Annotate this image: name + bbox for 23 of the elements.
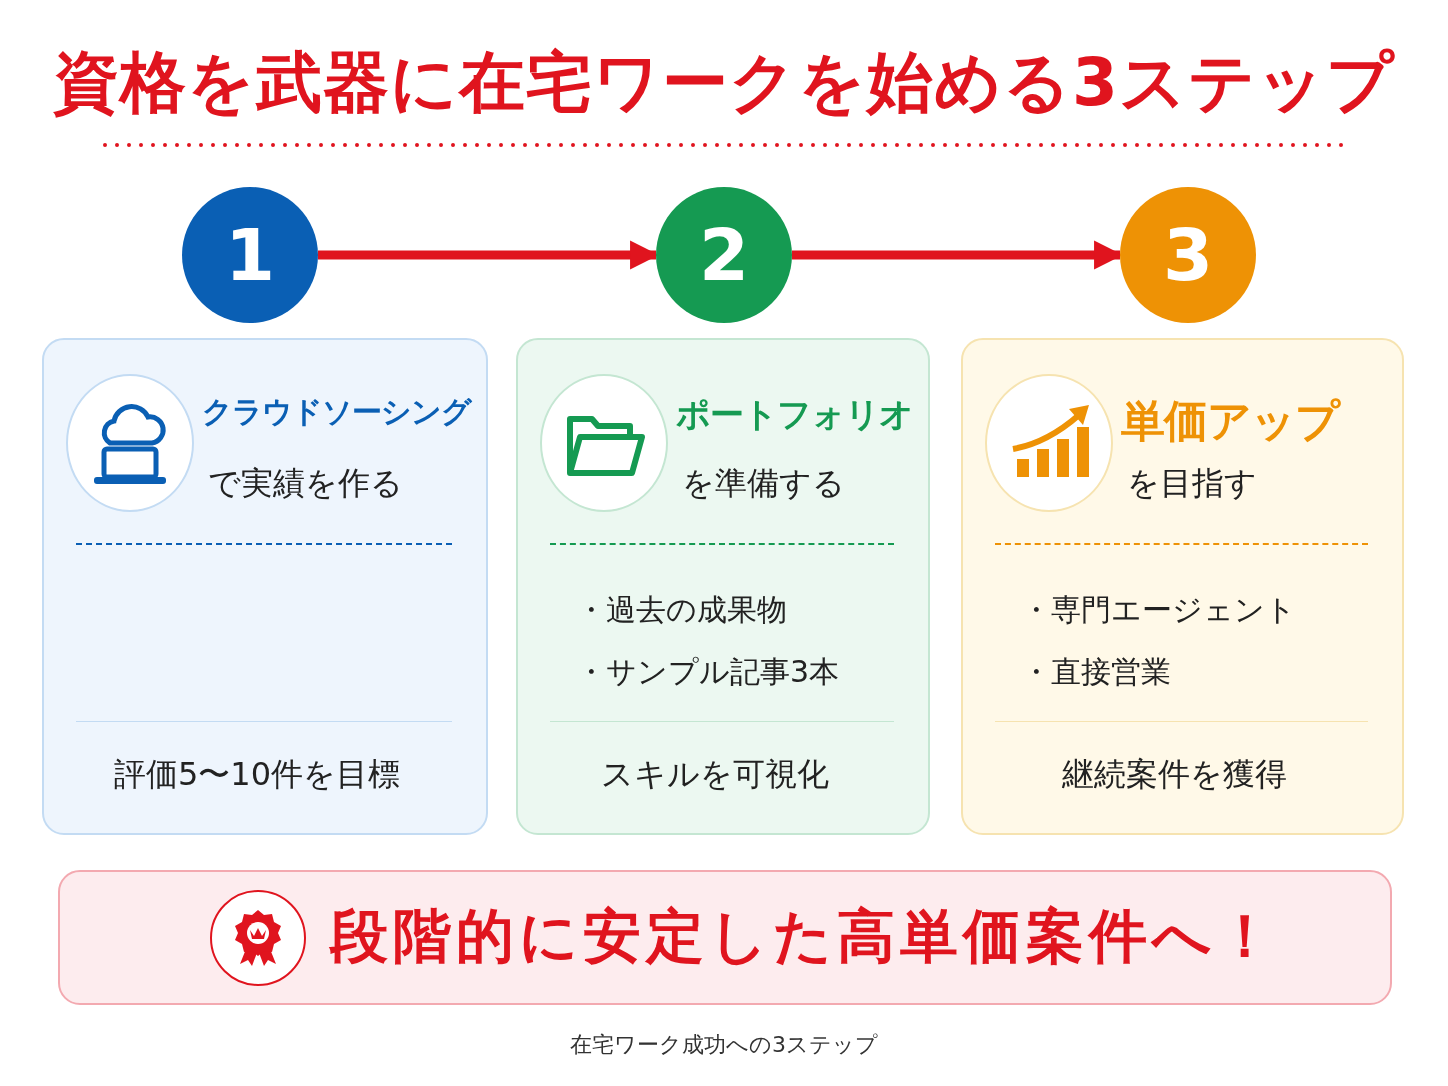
step-card [961, 338, 1404, 835]
bullet-item: ・専門エージェント [1021, 591, 1296, 629]
bullet-item: ・過去の成果物 [576, 591, 787, 629]
summary-text: 段階的に安定した高単価案件へ！ [330, 901, 1279, 972]
step-subheading: を目指す [1127, 463, 1257, 504]
step-result: 評価5〜10件を目標 [112, 754, 402, 795]
title: 資格を武器に在宅ワークを始める3ステップ [52, 43, 1396, 123]
step-number: 1 [224, 213, 276, 297]
bullet-item: ・直接営業 [1021, 653, 1171, 691]
caption: 在宅ワーク成功への3ステップ [569, 1031, 879, 1059]
step-card [42, 338, 488, 835]
step-subheading: を準備する [682, 463, 845, 504]
step-number: 3 [1162, 213, 1214, 297]
step-heading: ポートフォリオ [676, 393, 913, 436]
step-heading: 単価アップ [1121, 394, 1339, 448]
summary-banner [58, 870, 1392, 1005]
step-heading: クラウドソーシング [202, 393, 471, 431]
step-result: 継続案件を獲得 [1061, 754, 1288, 795]
step-subheading: で実績を作る [208, 463, 403, 504]
step-result: スキルを可視化 [600, 754, 830, 795]
bullet-item: ・サンプル記事3本 [576, 653, 840, 691]
step-card [516, 338, 930, 835]
step-number: 2 [698, 213, 750, 297]
